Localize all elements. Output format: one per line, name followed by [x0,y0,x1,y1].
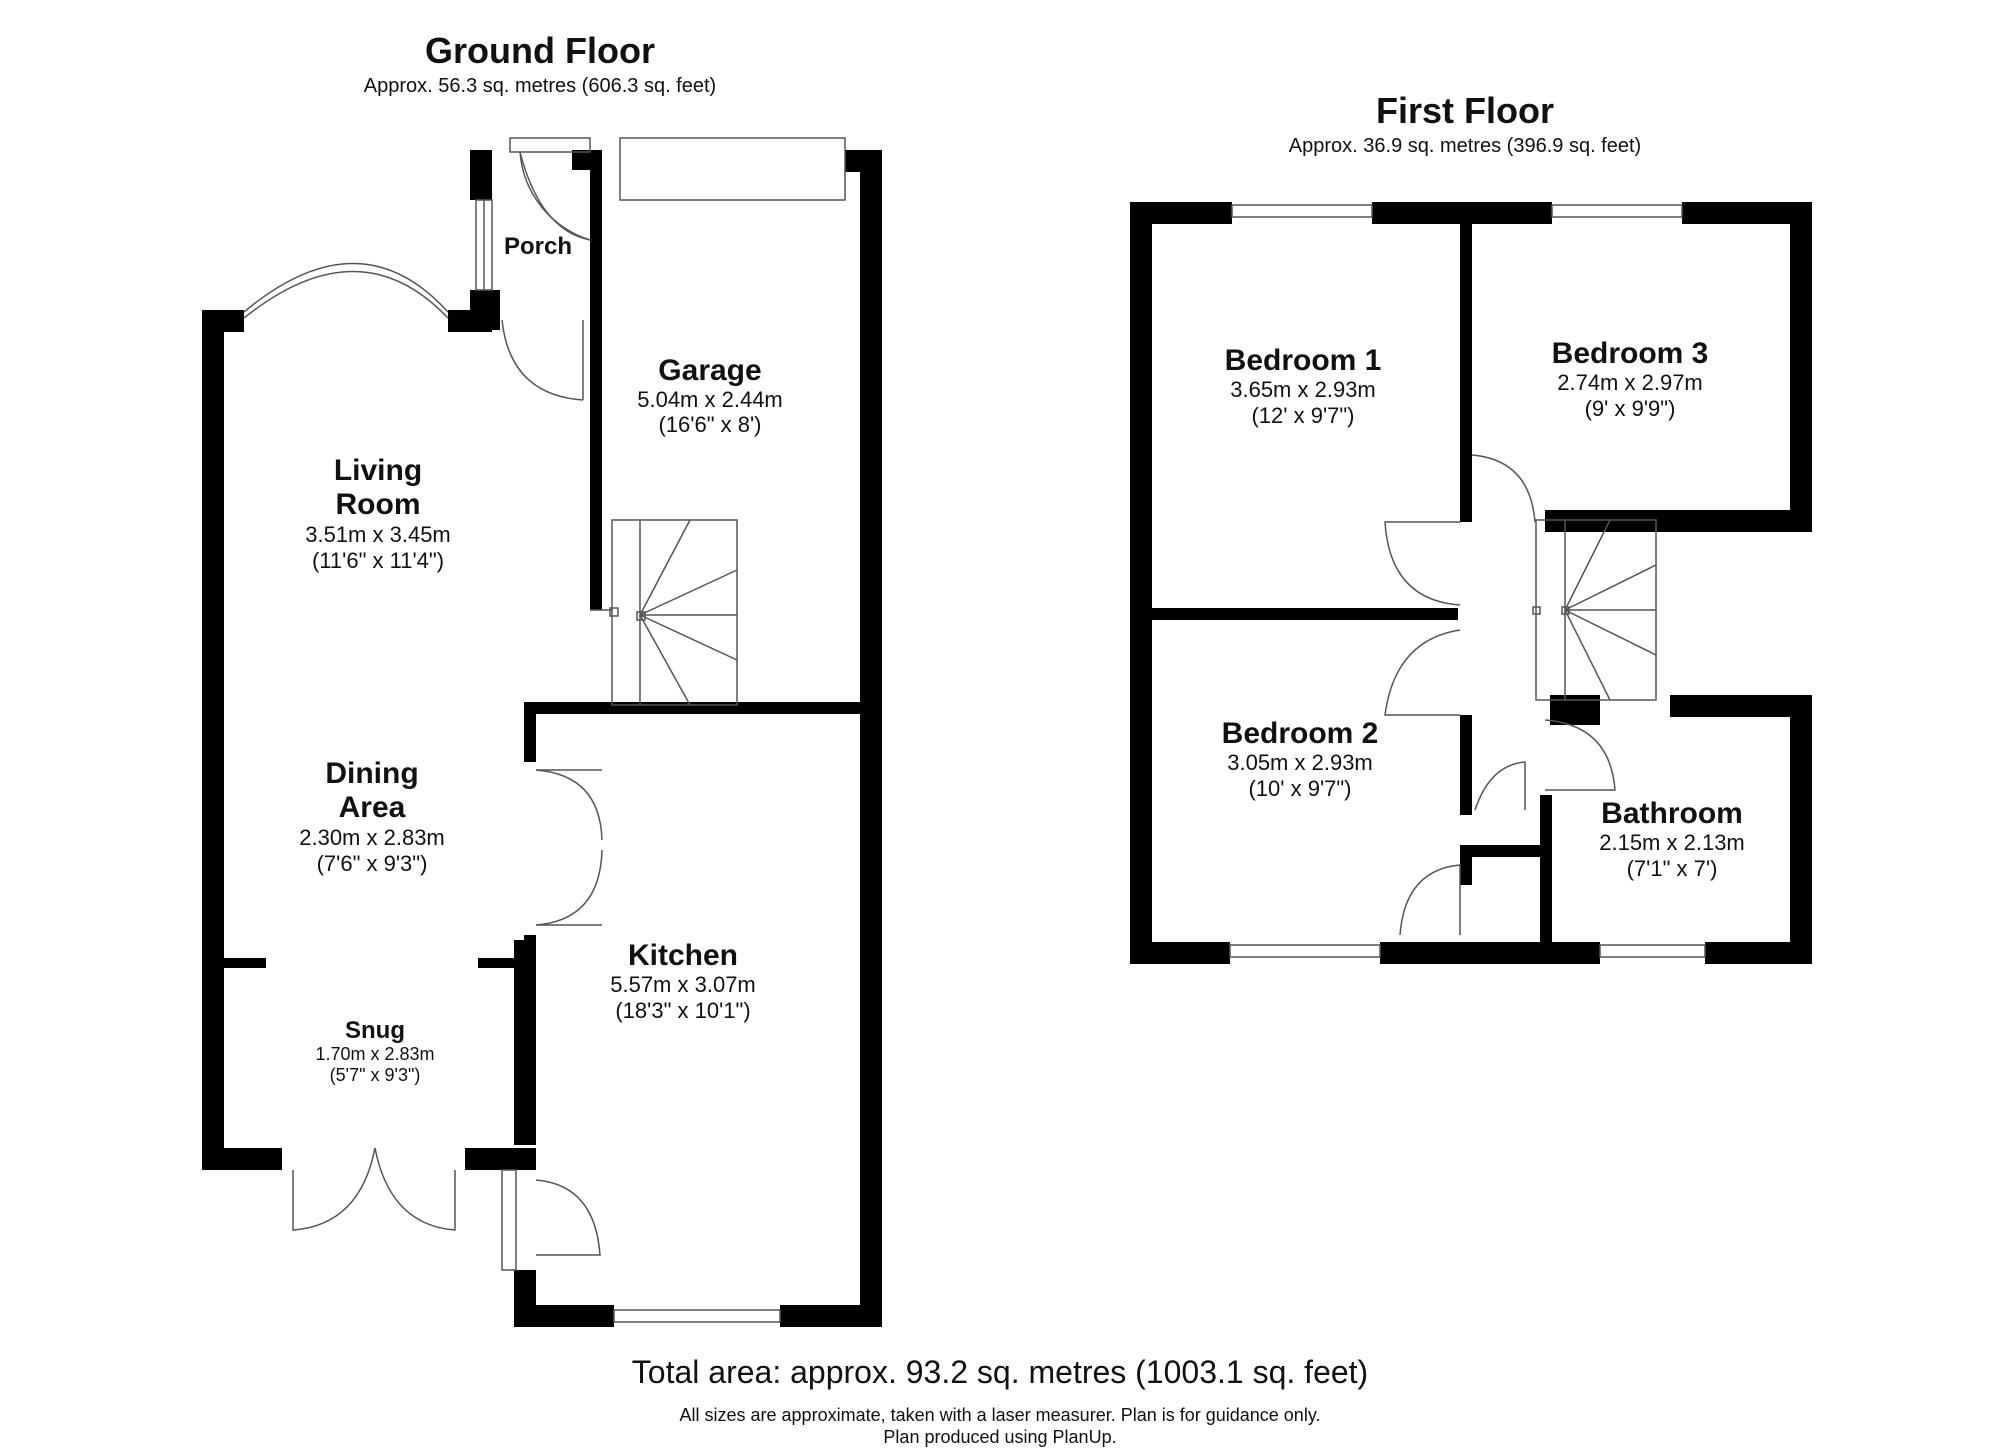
room-dining-name-2: Area [338,791,406,824]
first-floor-area: Approx. 36.9 sq. metres (396.9 sq. feet) [1288,135,1642,157]
ground-floor-walls [202,150,882,1327]
room-kitchen-imperial: (18'3" x 10'1") [615,998,751,1023]
room-bedroom2-metric: 3.05m x 2.93m [1227,750,1373,775]
room-bedroom1-metric: 3.65m x 2.93m [1230,377,1376,402]
room-living-metric: 3.51m x 3.45m [305,522,451,547]
room-bedroom3-name: Bedroom 3 [1551,337,1709,370]
room-garage-metric: 5.04m x 2.44m [637,387,783,412]
room-dining-imperial: (7'6" x 9'3") [316,851,428,876]
room-kitchen-metric: 5.57m x 3.07m [610,972,756,997]
room-bedroom3-metric: 2.74m x 2.97m [1557,370,1703,395]
room-living-imperial: (11'6" x 11'4") [311,548,445,573]
ground-floor-area: Approx. 56.3 sq. metres (606.3 sq. feet) [363,75,717,97]
room-snug-metric: 1.70m x 2.83m [315,1044,435,1064]
produced-by-note: Plan produced using PlanUp. [883,1427,1117,1447]
room-living-name-1: Living [333,454,423,487]
room-bedroom2-name: Bedroom 2 [1221,717,1379,750]
first-floor-fixtures [1229,204,1706,958]
room-bedroom1-name: Bedroom 1 [1224,344,1382,377]
room-garage-name: Garage [658,354,762,387]
room-snug-imperial: (5'7" x 9'3") [329,1065,421,1085]
room-bedroom3-imperial: (9' x 9'9") [1584,396,1676,421]
room-kitchen-name: Kitchen [627,939,739,972]
room-living-name-2: Room [335,488,421,521]
room-garage-imperial: (16'6" x 8') [658,412,762,437]
disclaimer-note: All sizes are approximate, taken with a … [679,1405,1321,1425]
room-dining-name-1: Dining [325,757,419,790]
room-porch-name: Porch [503,233,573,260]
room-bathroom-imperial: (7'1" x 7') [1626,856,1718,881]
room-bedroom1-imperial: (12' x 9'7") [1251,403,1355,428]
room-snug-name: Snug [345,1017,405,1044]
first-floor-title: First Floor [1376,90,1554,131]
room-bathroom-name: Bathroom [1601,797,1743,830]
room-bathroom-metric: 2.15m x 2.13m [1599,830,1745,855]
ground-floor-title: Ground Floor [425,30,655,71]
ground-floor-fixtures [243,137,846,1323]
total-area: Total area: approx. 93.2 sq. metres (100… [631,1354,1369,1390]
room-dining-metric: 2.30m x 2.83m [299,825,445,850]
room-bedroom2-imperial: (10' x 9'7") [1248,776,1352,801]
